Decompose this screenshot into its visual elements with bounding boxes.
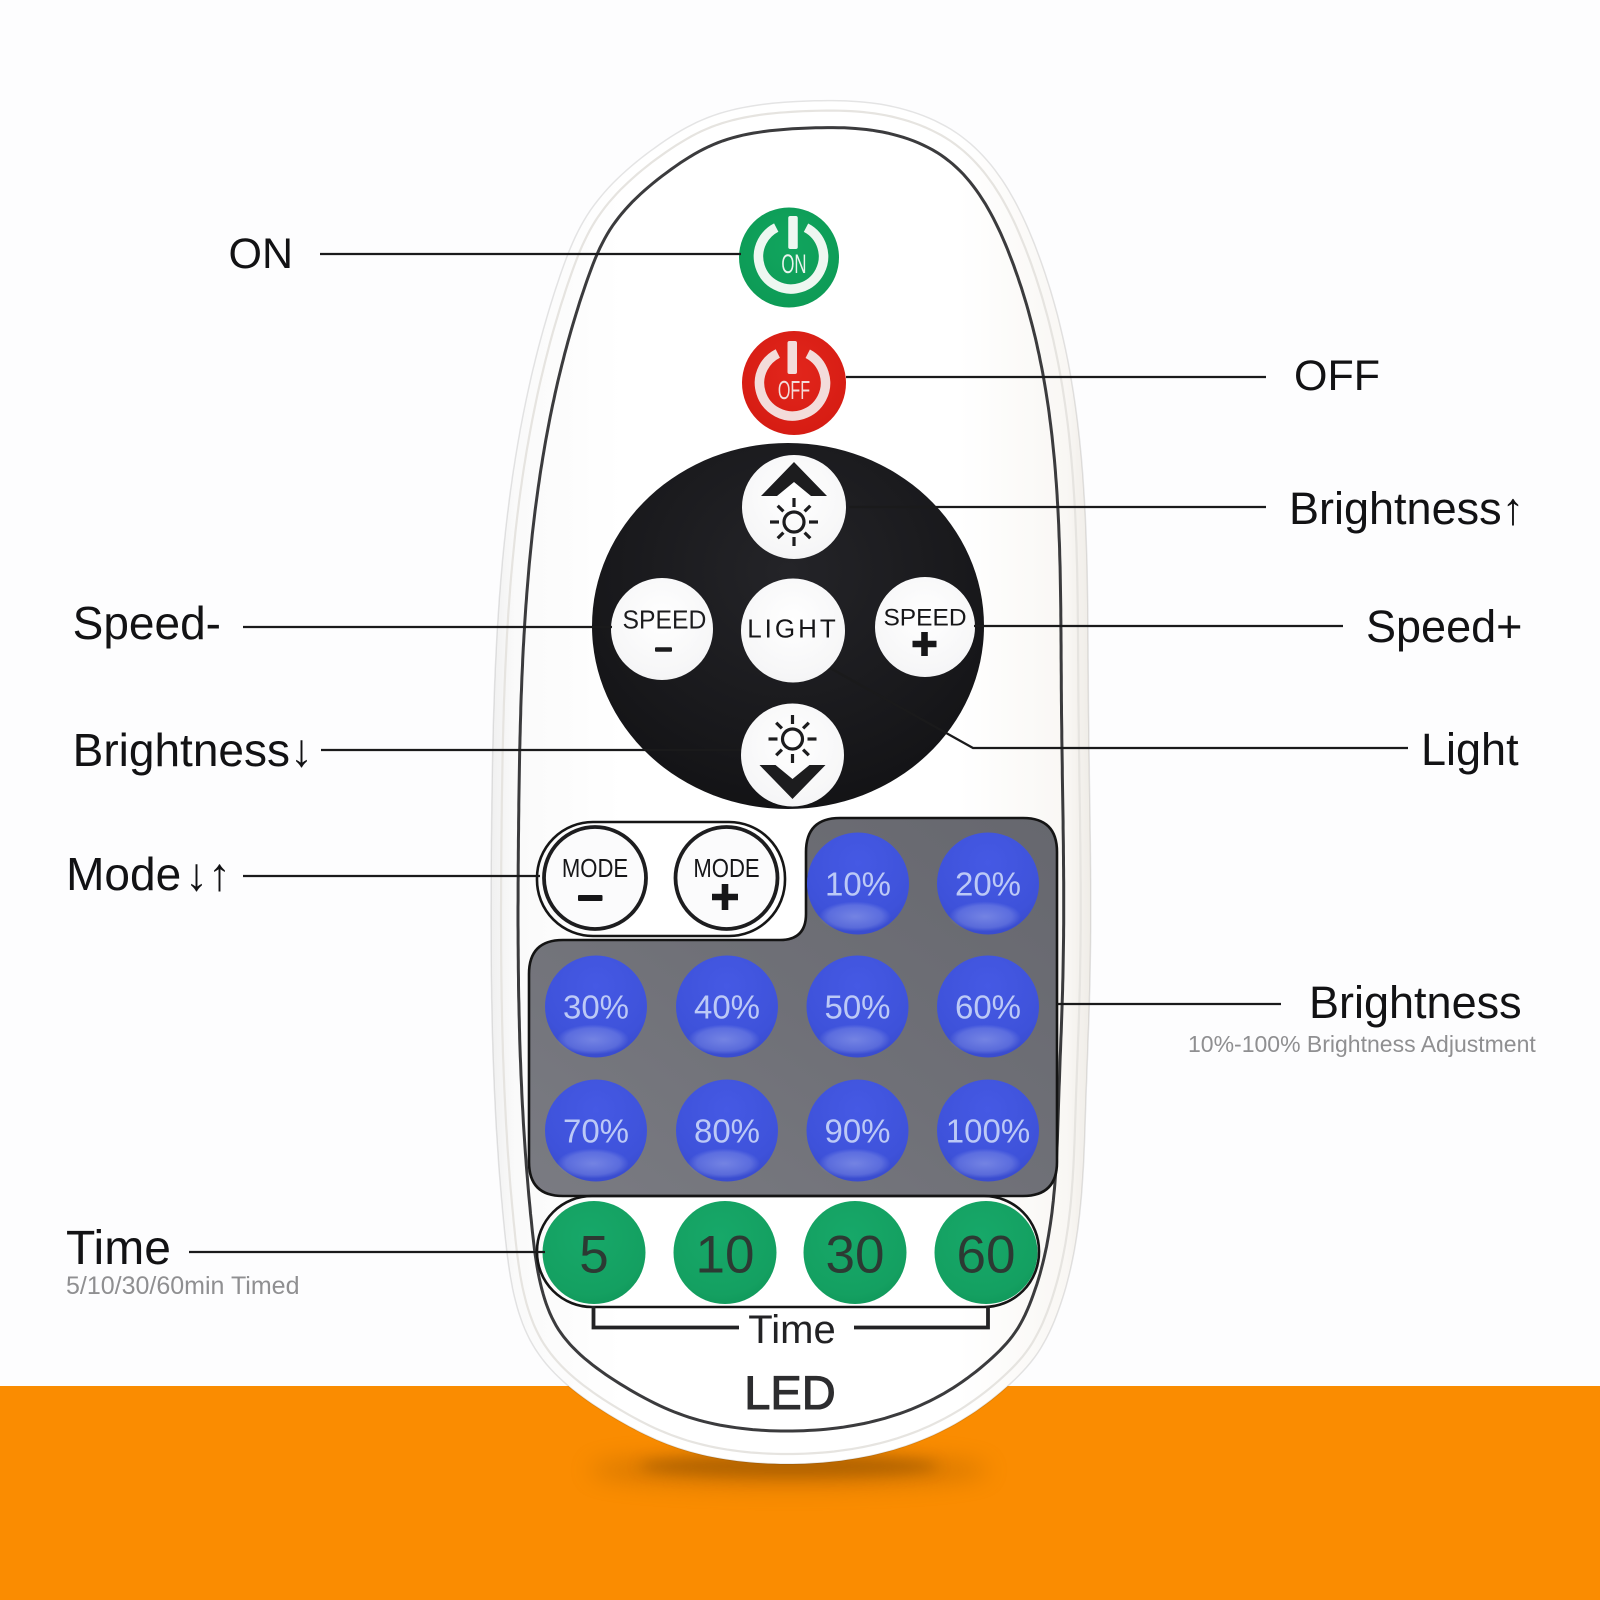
svg-text:Time: Time [748, 1308, 835, 1352]
svg-text:70%: 70% [563, 1113, 629, 1150]
svg-text:MODE: MODE [693, 854, 759, 883]
svg-text:50%: 50% [824, 989, 890, 1026]
svg-text:40%: 40% [694, 989, 760, 1026]
svg-text:30%: 30% [563, 989, 629, 1026]
svg-text:10%: 10% [825, 866, 891, 903]
svg-text:LIGHT: LIGHT [747, 614, 839, 644]
svg-text:OFF: OFF [778, 375, 810, 405]
svg-text:60: 60 [957, 1226, 1016, 1285]
svg-text:10: 10 [696, 1226, 755, 1285]
svg-text:LED: LED [744, 1366, 835, 1419]
svg-text:30: 30 [826, 1226, 885, 1285]
svg-text:100%: 100% [946, 1113, 1030, 1150]
svg-text:ON: ON [781, 249, 806, 279]
svg-text:90%: 90% [824, 1113, 890, 1150]
svg-text:SPEED: SPEED [623, 606, 707, 634]
svg-text:SPEED: SPEED [883, 605, 966, 632]
svg-text:80%: 80% [694, 1113, 760, 1150]
svg-text:5: 5 [579, 1226, 608, 1285]
svg-text:20%: 20% [955, 866, 1021, 903]
svg-text:MODE: MODE [562, 854, 628, 883]
svg-text:60%: 60% [955, 989, 1021, 1026]
